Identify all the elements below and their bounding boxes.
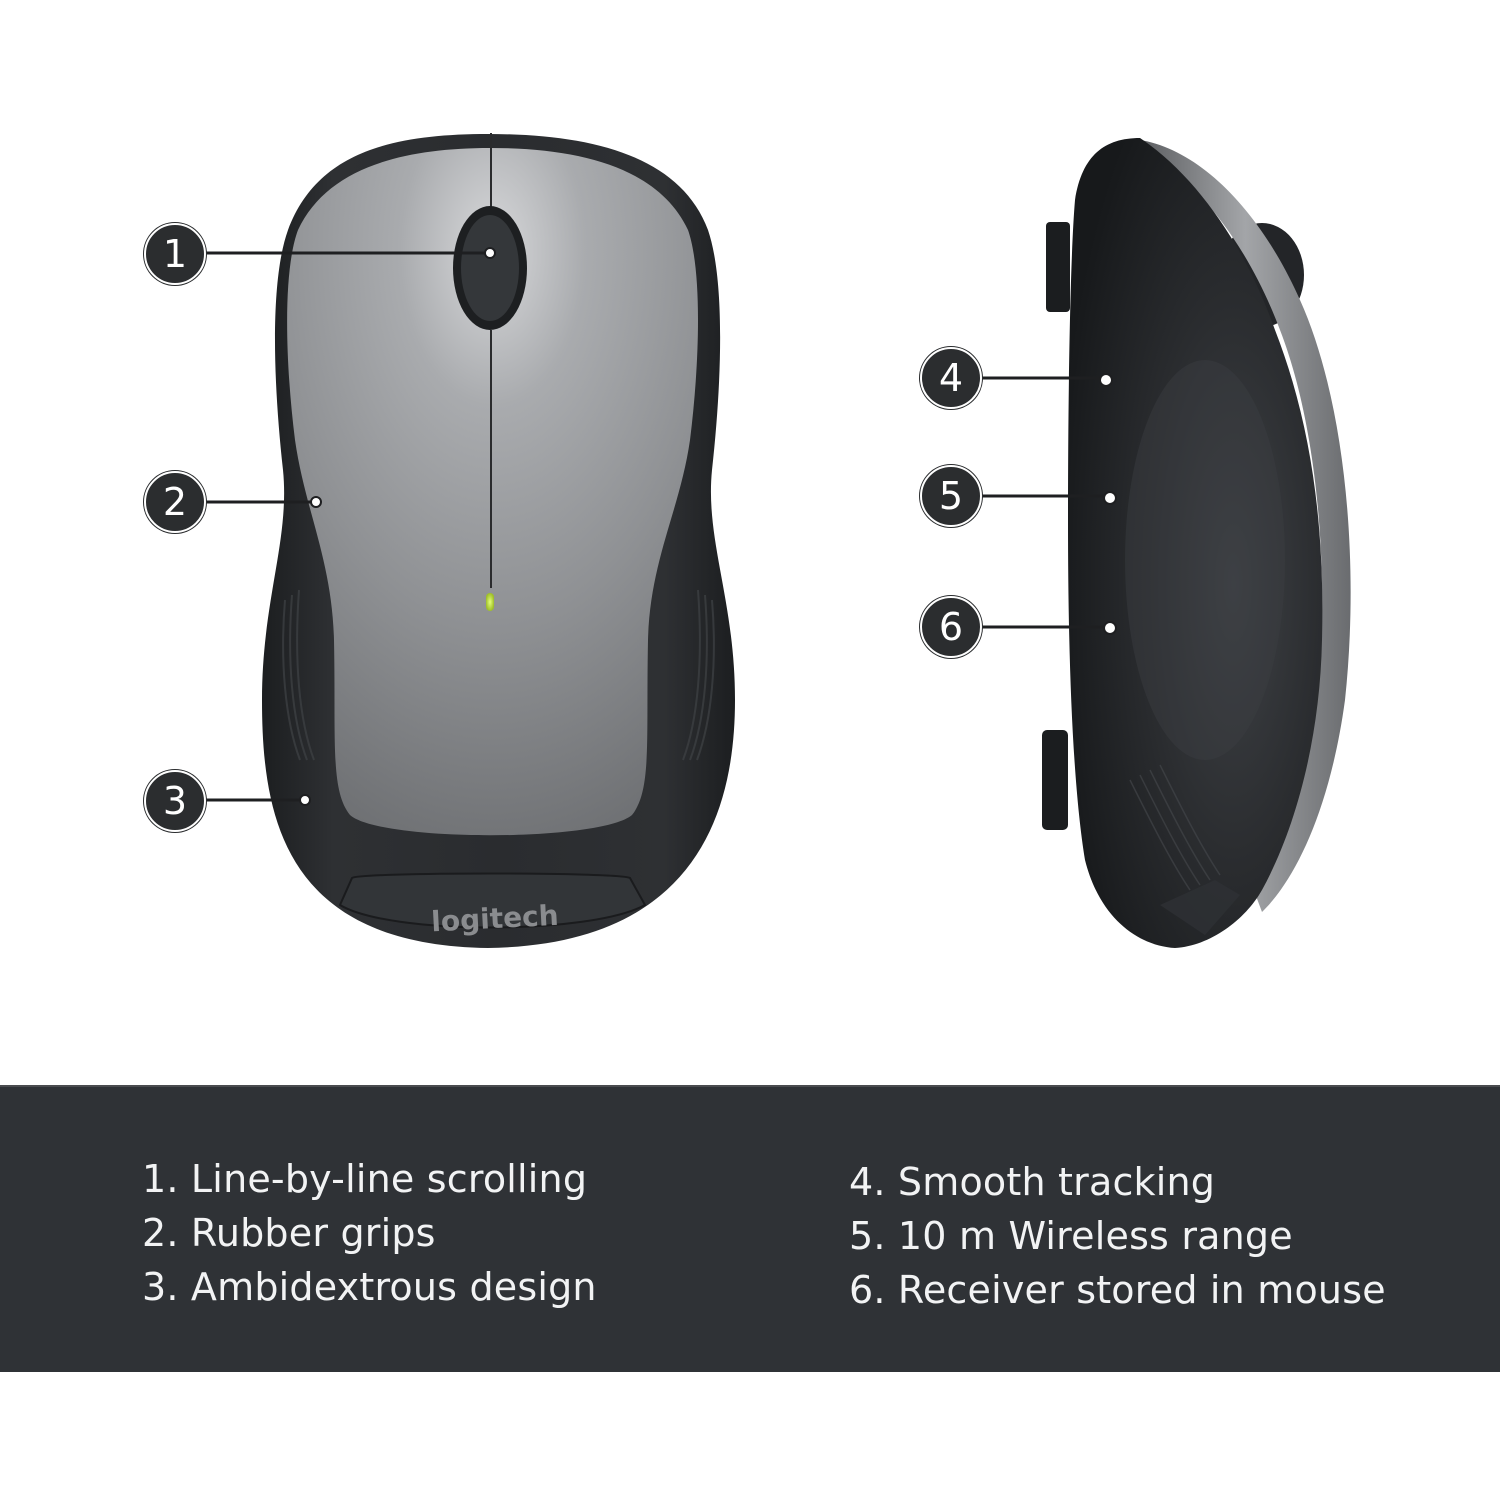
feature-item-3: 3. Ambidextrous design xyxy=(142,1265,597,1309)
side-nub-lower xyxy=(1042,730,1068,830)
silver-top-cover xyxy=(287,148,698,836)
battery-led-icon xyxy=(486,593,494,611)
callout-lines xyxy=(205,251,1110,802)
mouse-side-view xyxy=(1042,138,1351,948)
feature-item-5: 5. 10 m Wireless range xyxy=(849,1214,1293,1258)
callout-badge-4: 4 xyxy=(920,347,982,409)
callout-badge-6: 6 xyxy=(920,596,982,658)
features-band: 1. Line-by-line scrolling 2. Rubber grip… xyxy=(0,1085,1500,1372)
features-list-left: 1. Line-by-line scrolling 2. Rubber grip… xyxy=(142,1152,597,1314)
callout-dot-5 xyxy=(1103,491,1117,505)
callout-dots xyxy=(299,247,1117,806)
features-list-right: 4. Smooth tracking 5. 10 m Wireless rang… xyxy=(849,1155,1386,1317)
callout-dot-1 xyxy=(484,247,496,259)
side-body xyxy=(1068,138,1323,948)
feature-item-4: 4. Smooth tracking xyxy=(849,1160,1216,1204)
mouse-top-view: logitech xyxy=(262,133,735,948)
silver-top-strip xyxy=(1140,140,1351,912)
callout-dot-2 xyxy=(310,496,322,508)
callout-dot-4 xyxy=(1099,373,1113,387)
callout-dot-6 xyxy=(1103,621,1117,635)
side-nub-upper xyxy=(1046,222,1070,312)
callout-badge-1: 1 xyxy=(144,223,206,285)
callout-badge-2: 2 xyxy=(144,471,206,533)
mouse-illustrations: logitech xyxy=(205,133,1351,948)
callout-dot-3 xyxy=(299,794,311,806)
feature-item-6: 6. Receiver stored in mouse xyxy=(849,1268,1386,1312)
logitech-logo: logitech xyxy=(430,899,559,939)
callout-badge-3: 3 xyxy=(144,770,206,832)
callout-badge-5: 5 xyxy=(920,465,982,527)
feature-item-1: 1. Line-by-line scrolling xyxy=(142,1157,588,1201)
product-illustration-area: logitech xyxy=(144,133,1351,948)
feature-item-2: 2. Rubber grips xyxy=(142,1211,436,1255)
